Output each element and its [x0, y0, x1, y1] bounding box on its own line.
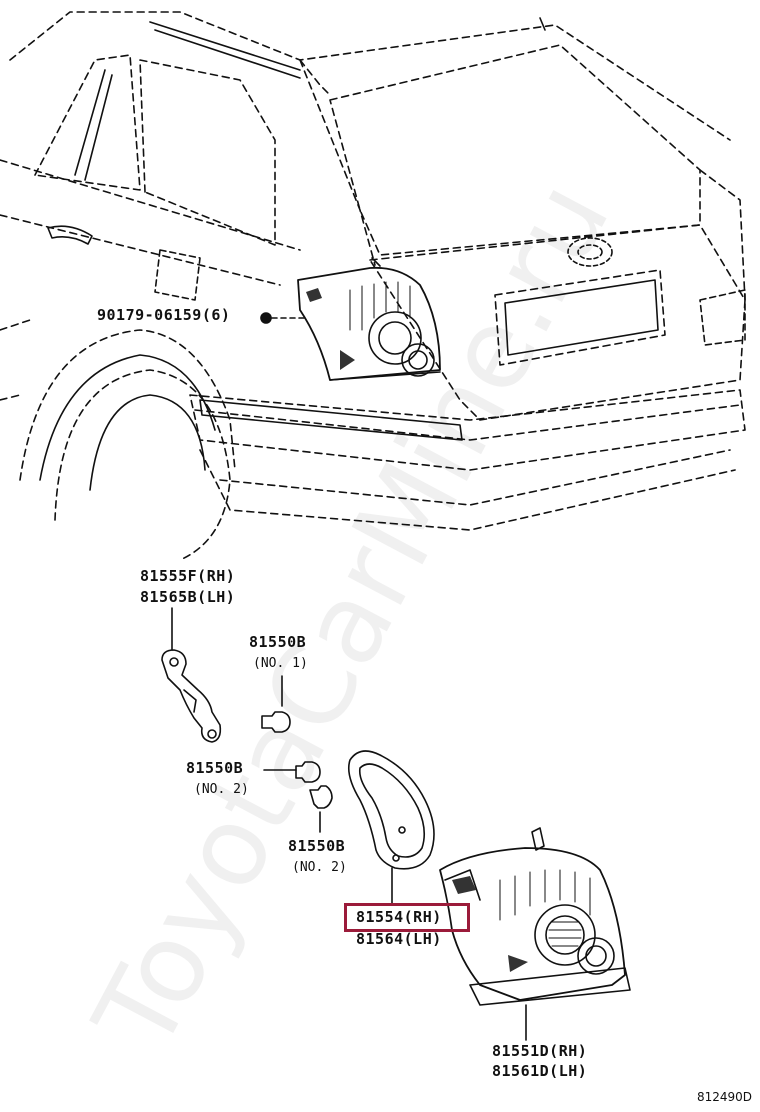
- bracket-icon: [161, 607, 222, 743]
- gasket-icon: [347, 750, 435, 906]
- tail-lamp-icon: [297, 257, 441, 381]
- highlight-box: [344, 903, 470, 932]
- screw-qty: (6): [201, 306, 231, 324]
- bulb-c-note: (NO. 2): [292, 860, 347, 875]
- bulb-c-part-number: 81550B: [288, 837, 346, 855]
- screw-part-number: 90179-06159(6): [97, 307, 230, 324]
- gasket-rh-part-number[interactable]: 81554(RH): [356, 908, 442, 926]
- lamp-lh-part-number: 81561D(LH): [492, 1062, 588, 1080]
- bulb-a-part-number: 81550B: [249, 633, 307, 651]
- screw-code: 90179-06159: [97, 306, 202, 324]
- bulb-icon: [261, 675, 333, 833]
- bracket-rh-part-number: 81555F(RH): [140, 567, 236, 585]
- car-rear-view-icon: [0, 11, 746, 561]
- bulb-b-part-number: 81550B: [186, 759, 244, 777]
- lamp-rh-part-number: 81551D(RH): [492, 1042, 588, 1060]
- bracket-lh-part-number: 81565B(LH): [140, 588, 236, 606]
- bulb-a-note: (NO. 1): [253, 656, 308, 671]
- gasket-lh-part-number: 81564(LH): [356, 930, 442, 948]
- screw-icon: [260, 312, 306, 324]
- bulb-b-note: (NO. 2): [194, 782, 249, 797]
- tail-lamp-icon: [439, 827, 631, 1041]
- diagram-number: 812490D: [697, 1090, 753, 1104]
